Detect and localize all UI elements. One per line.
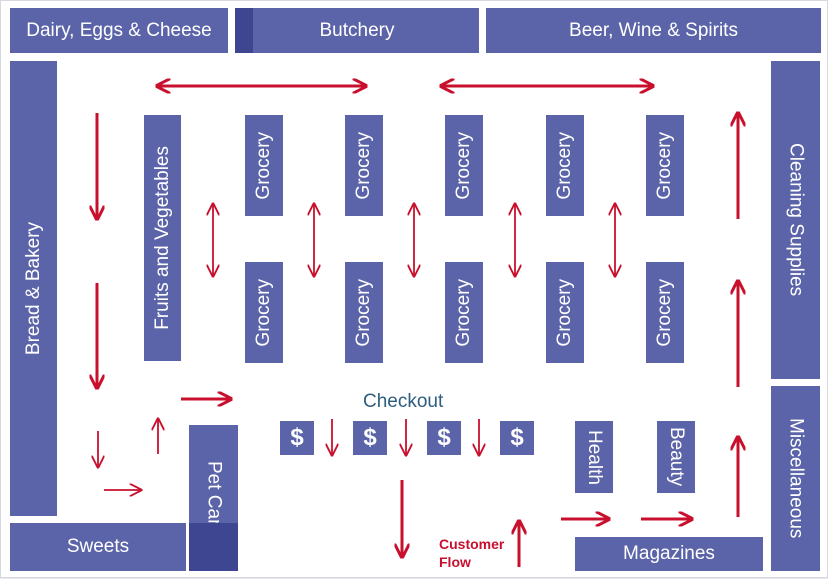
dept-cleaning-supplies: Cleaning Supplies bbox=[771, 61, 820, 379]
dept-butchery: Butchery bbox=[235, 8, 479, 53]
checkout-counter: $ bbox=[280, 421, 314, 455]
customer-flow-line2: Flow bbox=[439, 554, 471, 570]
grocery-aisle: Grocery bbox=[546, 115, 584, 216]
dept-fruits-vegetables: Fruits and Vegetables bbox=[144, 115, 181, 361]
customer-flow-label: Customer Flow bbox=[439, 535, 504, 571]
grocery-aisle: Grocery bbox=[646, 262, 684, 363]
grocery-aisle: Grocery bbox=[445, 115, 483, 216]
grocery-aisle: Grocery bbox=[646, 115, 684, 216]
checkout-counter: $ bbox=[500, 421, 534, 455]
grocery-aisle: Grocery bbox=[345, 115, 383, 216]
pet-care-accent bbox=[189, 523, 238, 571]
grocery-aisle: Grocery bbox=[245, 262, 283, 363]
dept-sweets: Sweets bbox=[10, 523, 186, 571]
grocery-aisle: Grocery bbox=[546, 262, 584, 363]
dept-dairy: Dairy, Eggs & Cheese bbox=[10, 8, 228, 53]
dept-health: Health bbox=[575, 421, 613, 493]
dept-magazines: Magazines bbox=[575, 537, 763, 571]
dept-beer-wine-spirits: Beer, Wine & Spirits bbox=[486, 8, 821, 53]
dept-miscellaneous: Miscellaneous bbox=[771, 386, 820, 571]
butchery-accent bbox=[235, 8, 253, 53]
checkout-counter: $ bbox=[427, 421, 461, 455]
grocery-aisle: Grocery bbox=[445, 262, 483, 363]
customer-flow-line1: Customer bbox=[439, 536, 505, 552]
dept-beauty: Beauty bbox=[657, 421, 695, 493]
checkout-label: Checkout bbox=[363, 391, 444, 412]
checkout-counter: $ bbox=[353, 421, 387, 455]
grocery-aisle: Grocery bbox=[245, 115, 283, 216]
dept-bread-bakery: Bread & Bakery bbox=[10, 61, 57, 516]
grocery-aisle: Grocery bbox=[345, 262, 383, 363]
